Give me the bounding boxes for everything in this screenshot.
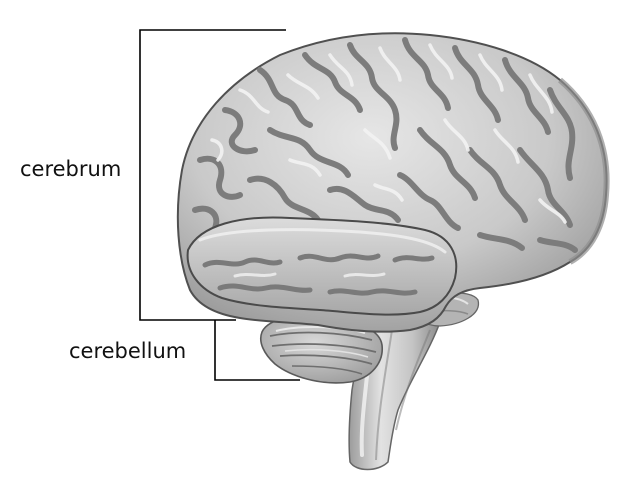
cerebrum-bracket [139,29,286,321]
cerebellum-label: cerebellum [69,339,187,363]
temporal-lobe [186,216,458,316]
cerebrum-label: cerebrum [20,157,122,181]
cerebellum-bracket [214,320,300,381]
cerebrum [176,32,610,333]
